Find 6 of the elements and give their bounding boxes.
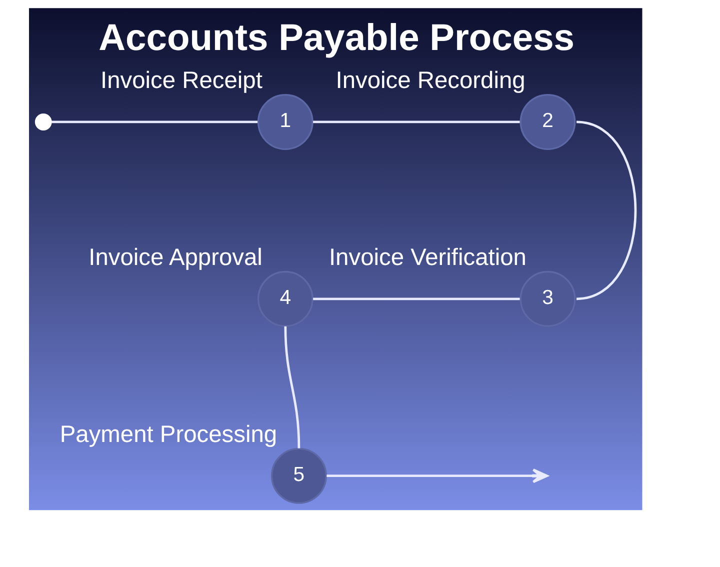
node-label: Invoice Recording — [336, 68, 526, 94]
node-label: Invoice Verification — [328, 244, 526, 271]
node-label: Invoice Receipt — [100, 68, 262, 94]
diagram-title: Accounts Payable Process — [98, 16, 574, 58]
node-label: Payment Processing — [60, 422, 278, 448]
node-label: Invoice Approval — [88, 244, 262, 271]
